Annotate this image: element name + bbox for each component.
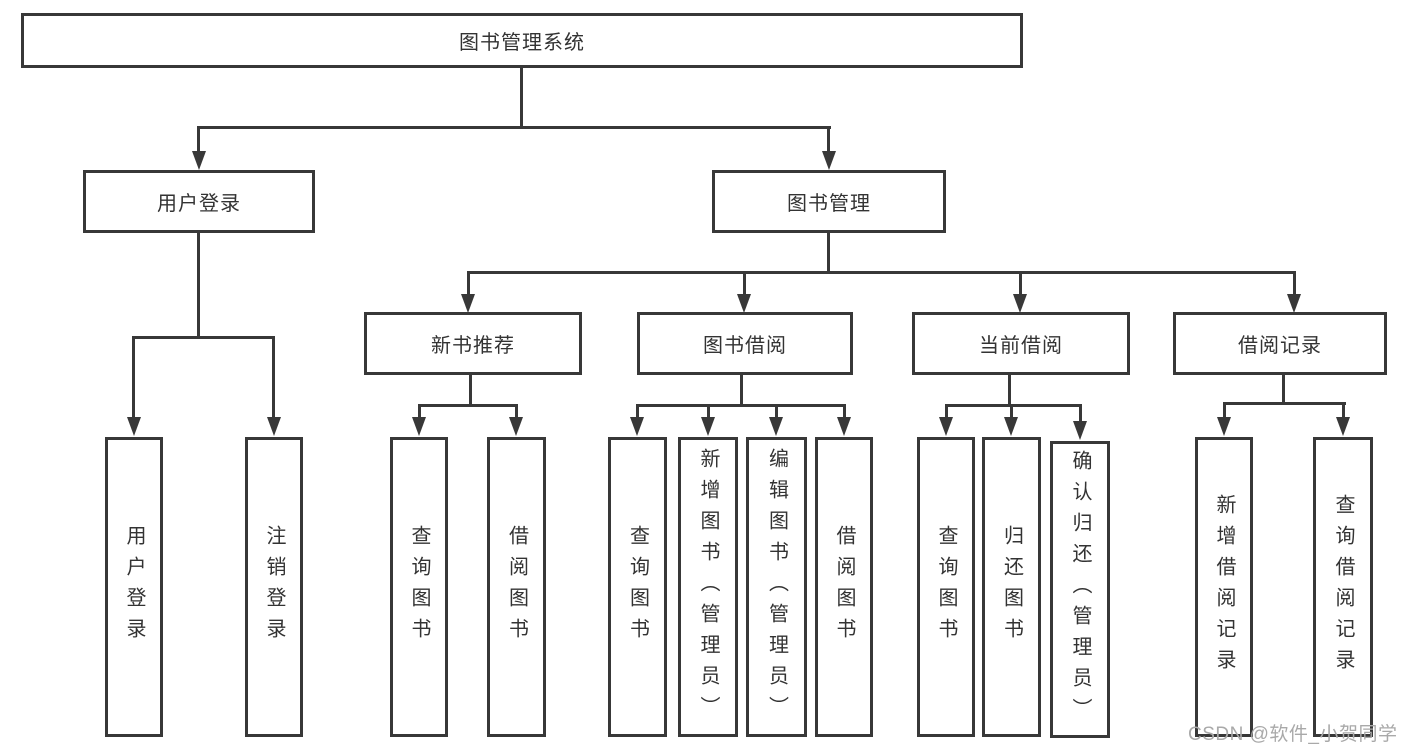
leaf-borrow-books-label: 借阅图书 bbox=[833, 525, 855, 649]
leaf-add-borrow-record: 新增借阅记录 bbox=[1195, 437, 1253, 737]
arrow-down-icon bbox=[1217, 417, 1231, 436]
connector-drop-leaf bbox=[132, 336, 135, 418]
node-book-borrow-label: 图书借阅 bbox=[703, 335, 787, 357]
arrow-down-icon bbox=[127, 417, 141, 436]
arrow-down-icon bbox=[737, 294, 751, 313]
leaf-query-borrow-record: 查询借阅记录 bbox=[1313, 437, 1373, 737]
node-book-management: 图书管理 bbox=[712, 170, 946, 233]
connector-stub bbox=[1008, 375, 1011, 406]
arrow-down-icon bbox=[1287, 294, 1301, 313]
connector-drop-book-management bbox=[827, 126, 830, 152]
arrow-down-icon bbox=[1004, 417, 1018, 436]
arrow-down-icon bbox=[509, 417, 523, 436]
connector-drop-leaf bbox=[636, 404, 639, 419]
connector-stub bbox=[469, 375, 472, 406]
node-user-login: 用户登录 bbox=[83, 170, 315, 233]
connector-root-trunk bbox=[520, 68, 523, 128]
connector-split bbox=[418, 404, 518, 407]
connector-drop-leaf bbox=[515, 404, 518, 419]
leaf-add-book-admin: 新增图书（管理员） bbox=[678, 437, 738, 737]
leaf-query-borrow-record-label: 查询借阅记录 bbox=[1332, 494, 1354, 680]
leaf-add-book-admin-label: 新增图书（管理员） bbox=[697, 447, 719, 727]
node-new-book-recommend-label: 新书推荐 bbox=[431, 335, 515, 357]
leaf-borrow-books-recommend: 借阅图书 bbox=[487, 437, 546, 737]
connector-drop-leaf bbox=[775, 404, 778, 419]
leaf-user-login-label: 用户登录 bbox=[123, 525, 145, 649]
connector-drop-book-borrow bbox=[743, 271, 746, 295]
leaf-query-books-current: 查询图书 bbox=[917, 437, 975, 737]
connector-split bbox=[945, 404, 1082, 407]
connector-user-login-split bbox=[133, 336, 275, 339]
connector-root-split bbox=[198, 126, 831, 129]
connector-drop-current-borrow bbox=[1019, 271, 1022, 295]
connector-drop-new-book bbox=[467, 271, 470, 295]
leaf-borrow-books-recommend-label: 借阅图书 bbox=[505, 525, 528, 649]
arrow-down-icon bbox=[822, 151, 836, 170]
leaf-return-book: 归还图书 bbox=[982, 437, 1041, 737]
node-root: 图书管理系统 bbox=[21, 13, 1023, 68]
arrow-down-icon bbox=[701, 417, 715, 436]
node-user-login-label: 用户登录 bbox=[157, 193, 241, 215]
connector-drop-leaf bbox=[1342, 402, 1345, 418]
arrow-down-icon bbox=[192, 151, 206, 170]
arrow-down-icon bbox=[837, 417, 851, 436]
connector-book-management-trunk bbox=[827, 233, 830, 273]
node-current-borrow-label: 当前借阅 bbox=[979, 335, 1063, 357]
arrow-down-icon bbox=[267, 417, 281, 436]
leaf-query-books-recommend: 查询图书 bbox=[390, 437, 448, 737]
connector-user-login-trunk bbox=[197, 233, 200, 338]
arrow-down-icon bbox=[1073, 421, 1087, 440]
node-borrow-records-label: 借阅记录 bbox=[1238, 335, 1322, 357]
arrow-down-icon bbox=[939, 417, 953, 436]
node-borrow-records: 借阅记录 bbox=[1173, 312, 1387, 375]
arrow-down-icon bbox=[769, 417, 783, 436]
connector-drop-leaf bbox=[1223, 402, 1226, 418]
connector-drop-leaf bbox=[1010, 404, 1013, 419]
leaf-borrow-books: 借阅图书 bbox=[815, 437, 873, 737]
leaf-logout: 注销登录 bbox=[245, 437, 303, 737]
leaf-query-books-current-label: 查询图书 bbox=[935, 525, 957, 649]
connector-drop-leaf bbox=[272, 336, 275, 418]
arrow-down-icon bbox=[1336, 417, 1350, 436]
node-book-borrow: 图书借阅 bbox=[637, 312, 853, 375]
node-new-book-recommend: 新书推荐 bbox=[364, 312, 582, 375]
connector-drop-leaf bbox=[843, 404, 846, 419]
leaf-edit-book-admin-label: 编辑图书（管理员） bbox=[765, 447, 788, 727]
connector-split bbox=[1223, 402, 1346, 405]
node-book-management-label: 图书管理 bbox=[787, 193, 871, 215]
leaf-user-login: 用户登录 bbox=[105, 437, 163, 737]
leaf-query-books-recommend-label: 查询图书 bbox=[408, 525, 430, 649]
leaf-query-books-borrow-label: 查询图书 bbox=[626, 525, 649, 649]
arrow-down-icon bbox=[1013, 294, 1027, 313]
leaf-edit-book-admin: 编辑图书（管理员） bbox=[746, 437, 807, 737]
arrow-down-icon bbox=[461, 294, 475, 313]
leaf-logout-label: 注销登录 bbox=[263, 525, 285, 649]
connector-stub bbox=[740, 375, 743, 406]
node-current-borrow: 当前借阅 bbox=[912, 312, 1130, 375]
leaf-confirm-return-admin-label: 确认归还（管理员） bbox=[1069, 450, 1091, 729]
connector-stub bbox=[1282, 375, 1285, 404]
leaf-return-book-label: 归还图书 bbox=[1000, 525, 1023, 649]
connector-split bbox=[636, 404, 846, 407]
arrow-down-icon bbox=[412, 417, 426, 436]
connector-drop-borrow-records bbox=[1293, 271, 1296, 295]
connector-drop-leaf bbox=[707, 404, 710, 419]
connector-drop-leaf bbox=[945, 404, 948, 419]
node-root-label: 图书管理系统 bbox=[459, 32, 585, 54]
leaf-query-books-borrow: 查询图书 bbox=[608, 437, 667, 737]
connector-drop-user-login bbox=[197, 126, 200, 152]
connector-drop-leaf bbox=[1079, 404, 1082, 422]
leaf-add-borrow-record-label: 新增借阅记录 bbox=[1213, 494, 1235, 680]
arrow-down-icon bbox=[630, 417, 644, 436]
connector-drop-leaf bbox=[418, 404, 421, 419]
leaf-confirm-return-admin: 确认归还（管理员） bbox=[1050, 441, 1110, 738]
connector-book-management-split bbox=[467, 271, 1296, 274]
csdn-watermark: CSDN @软件_小贺同学 bbox=[1188, 724, 1398, 745]
